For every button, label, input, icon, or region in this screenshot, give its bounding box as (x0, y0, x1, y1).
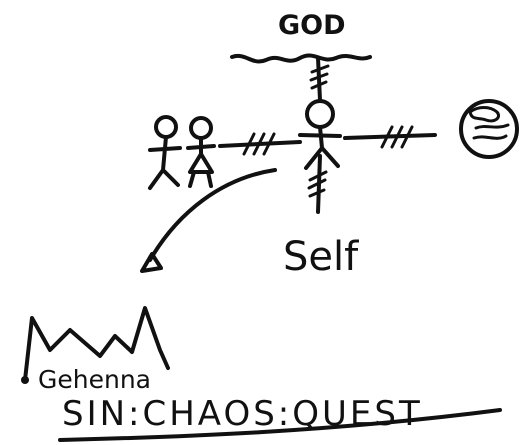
gehenna-dot-icon (21, 376, 29, 384)
world-globe-icon (459, 99, 519, 159)
fall-arrow (140, 168, 277, 273)
couple-icon (148, 115, 216, 190)
self-label: Self (283, 234, 359, 280)
motto-underline (58, 408, 502, 442)
gehenna-label: Gehenna (38, 365, 151, 394)
motto-label: SIN:CHAOS:QUEST (62, 394, 423, 434)
god-label: GOD (278, 10, 346, 41)
others-person-broken-link (218, 132, 302, 156)
person-world-broken-link (343, 125, 437, 149)
person-icon (298, 99, 342, 170)
person-self-broken-link (307, 154, 328, 214)
gehenna-icon: Gehenna (21, 306, 170, 394)
heaven-wave-line (230, 53, 372, 64)
god-person-broken-link (309, 56, 330, 102)
